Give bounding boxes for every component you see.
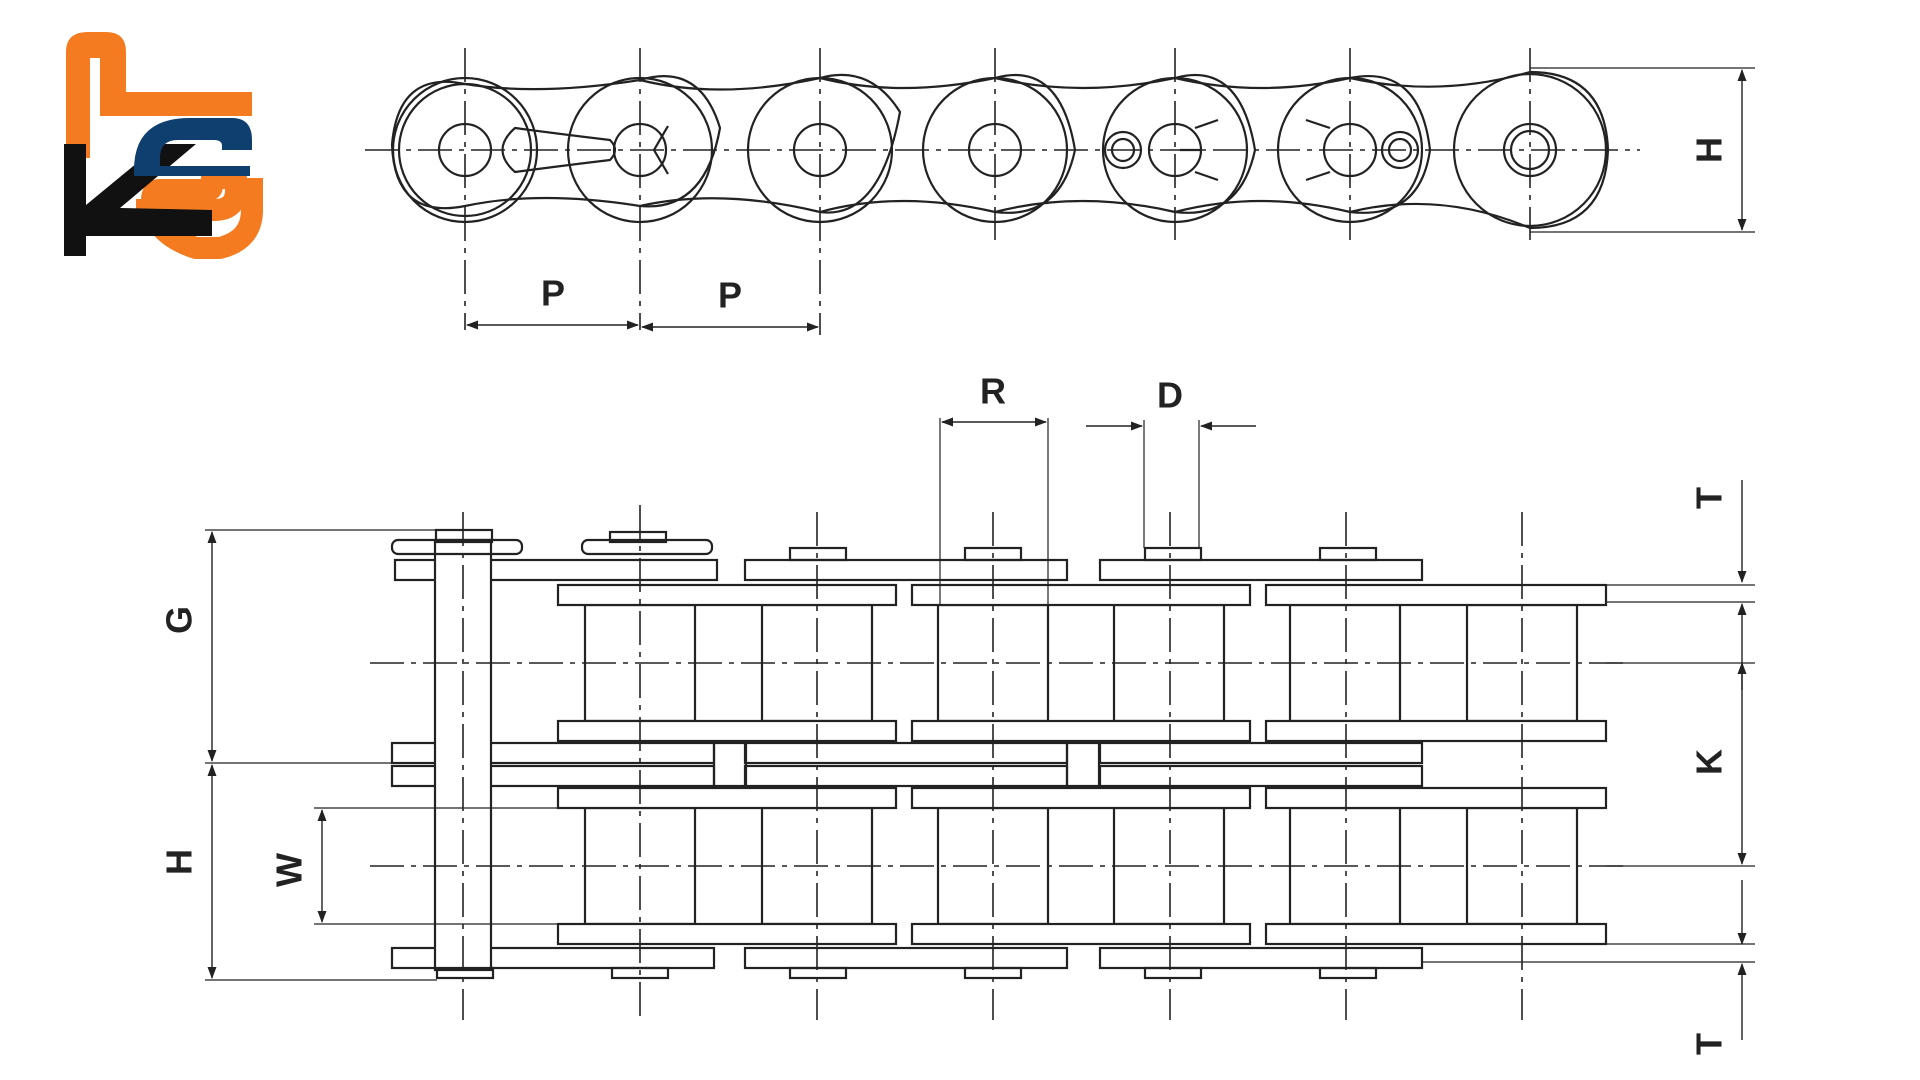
spring-clip xyxy=(501,126,617,174)
pin-diameter-label: D xyxy=(1157,375,1183,416)
chain-top-view: P P H xyxy=(365,48,1755,335)
middle-spacer-2 xyxy=(1065,741,1101,788)
pitch-label-1: P xyxy=(541,273,565,314)
logo-orange-s-bottom xyxy=(136,167,263,259)
plate-height-label: H xyxy=(159,849,200,875)
plate-thickness-top-label: T xyxy=(1689,487,1730,509)
logo-blue-s-top xyxy=(134,118,252,170)
roller-w-label: W xyxy=(269,853,310,887)
outer-plates xyxy=(390,558,1424,970)
height-label: H xyxy=(1689,137,1730,163)
middle-spacer-1 xyxy=(712,741,748,788)
logo-black-k xyxy=(64,144,212,256)
logo-blue-s-mid xyxy=(134,166,250,176)
overall-g-label: G xyxy=(159,606,200,634)
logo-orange-hook xyxy=(66,32,252,158)
ks-logo xyxy=(64,32,263,259)
link-circle-7 xyxy=(1452,72,1608,228)
inner-plate-outline xyxy=(390,75,722,210)
transverse-pitch-label: K xyxy=(1689,749,1730,775)
roller-width-label: R xyxy=(980,371,1006,412)
outer-plate-3 xyxy=(994,73,1257,214)
chain-side-view: R D T K T G H W xyxy=(159,371,1755,1055)
plate-thickness-bottom-label: T xyxy=(1689,1033,1730,1055)
outer-plate-1 xyxy=(639,73,902,214)
pitch-label-2: P xyxy=(718,275,742,316)
inner-plates xyxy=(556,583,1608,946)
